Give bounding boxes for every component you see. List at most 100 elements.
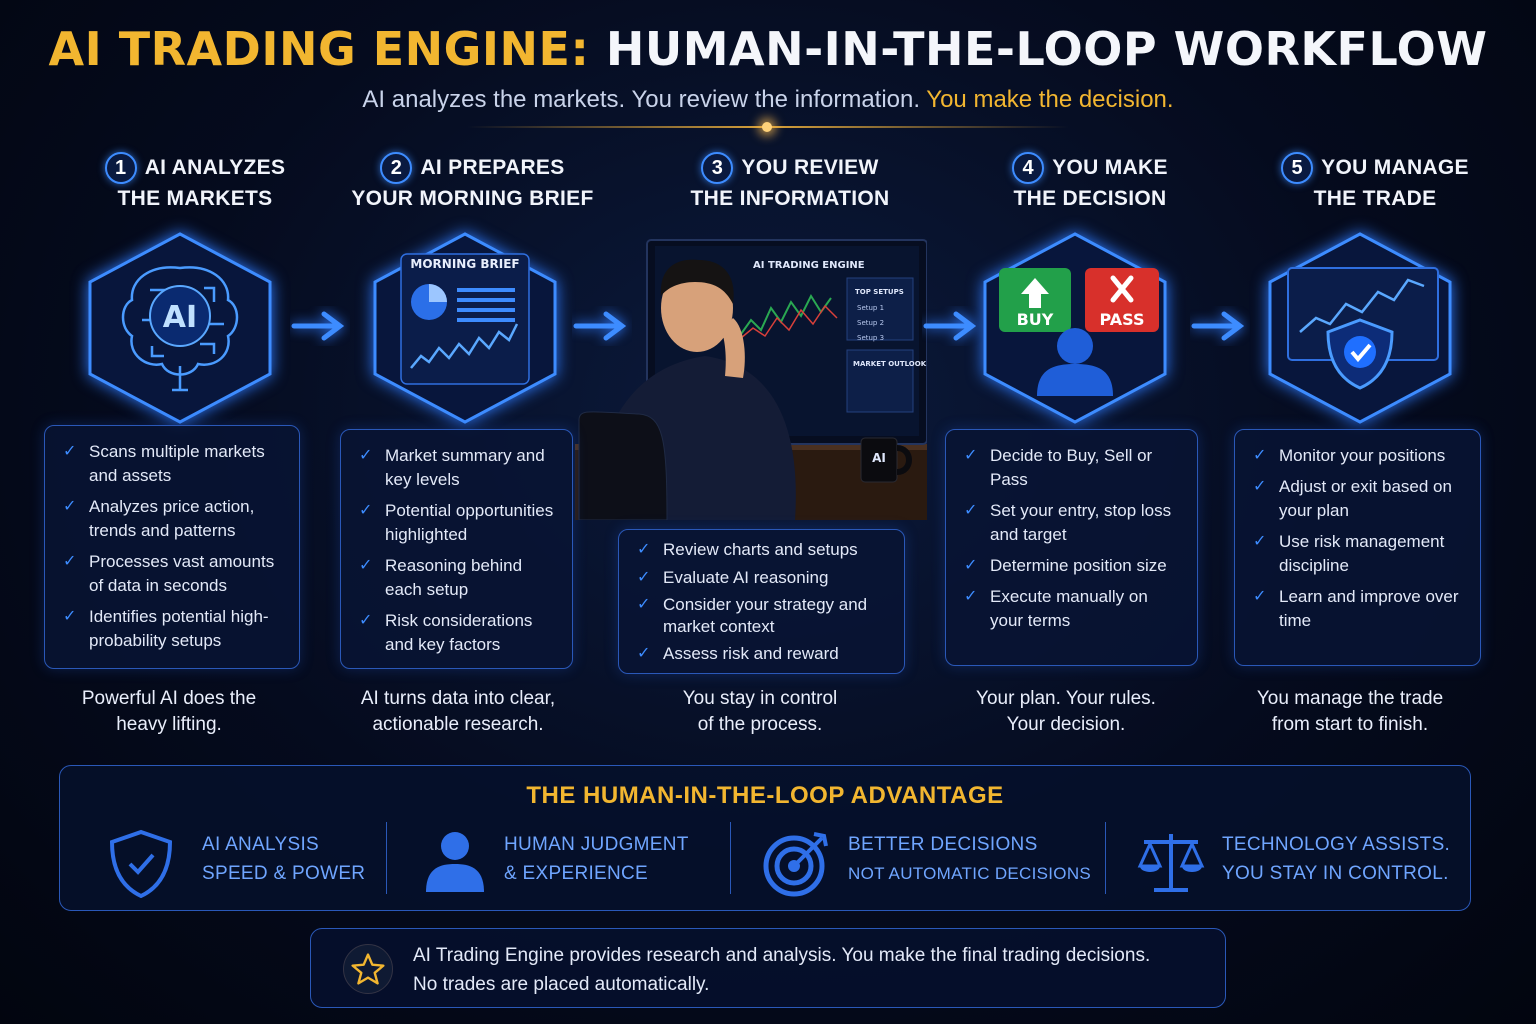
step-5-caption-line1: You manage the trade — [1256, 688, 1444, 709]
step-1-number: 1 — [104, 152, 137, 184]
page-title: AI TRADING ENGINE: HUMAN-IN-THE-LOOP WOR… — [0, 22, 1536, 76]
x-icon — [1110, 275, 1134, 303]
advantage-item-decisions: BETTER DECISIONS NOT AUTOMATIC DECISIONS — [762, 828, 1102, 897]
monitor-title: AI TRADING ENGINE — [753, 260, 865, 271]
advantage-title: THE HUMAN-IN-THE-LOOP ADVANTAGE — [526, 782, 1004, 809]
flow-arrow-2 — [572, 306, 632, 346]
page-subtitle: AI analyzes the markets. You review the … — [0, 86, 1536, 114]
advantage-ai-line1: AI ANALYSIS — [202, 834, 320, 855]
step-3-header: 3 YOU REVIEW THE INFORMATION — [665, 152, 915, 213]
advantage-ai-line2: SPEED & POWER — [202, 863, 366, 884]
step-4-caption-line1: Your plan. Your rules. — [976, 688, 1156, 709]
advantage-decisions-line2: NOT AUTOMATIC DECISIONS — [848, 864, 1092, 883]
advantage-human-line1: HUMAN JUDGMENT — [504, 834, 689, 855]
advantage-item-control: TECHNOLOGY ASSISTS. YOU STAY IN CONTROL. — [1136, 828, 1456, 894]
shield-check-icon — [109, 829, 173, 898]
advantage-control-line2: YOU STAY IN CONTROL. — [1222, 863, 1449, 884]
step-2-icon: MORNING BRIEF — [365, 228, 565, 428]
step-3-card: Review charts and setups Evaluate AI rea… — [618, 529, 905, 674]
advantage-divider — [1105, 822, 1106, 894]
step-4-card: Decide to Buy, Sell or Pass Set your ent… — [945, 429, 1198, 666]
flow-arrow-3 — [922, 306, 982, 346]
step-1-caption-line1: Powerful AI does the — [81, 688, 257, 709]
advantage-control-line1: TECHNOLOGY ASSISTS. — [1222, 834, 1451, 855]
step-1-caption: Powerful AI does the heavy lifting. — [44, 686, 294, 738]
step-5-bullet: Learn and improve over time — [1253, 585, 1466, 633]
subtitle-part2: You make the decision. — [926, 86, 1174, 113]
target-icon — [763, 832, 828, 897]
scales-icon — [1137, 834, 1205, 892]
step-1-caption-line2: heavy lifting. — [116, 714, 222, 735]
note-line2: No trades are placed automatically. — [413, 974, 710, 995]
step-5-bullet: Adjust or exit based on your plan — [1253, 475, 1466, 523]
step-4-number: 4 — [1012, 152, 1045, 184]
step-4-icon: BUY PASS — [975, 228, 1175, 428]
step-2-card: Market summary and key levels Potential … — [340, 429, 573, 669]
step-4-caption-line2: Your decision. — [1006, 714, 1126, 735]
advantage-human-line2: & EXPERIENCE — [504, 863, 649, 884]
step-4-caption: Your plan. Your rules. Your decision. — [941, 686, 1191, 738]
step-5-number: 5 — [1281, 152, 1314, 184]
step-3-title-line2: THE INFORMATION — [690, 187, 890, 210]
step-1-title-line1: AI ANALYZES — [144, 156, 286, 179]
setup-2: Setup 2 — [857, 319, 884, 327]
step-1-bullet: Analyzes price action, trends and patter… — [63, 495, 285, 543]
step-2-bullet: Risk considerations and key factors — [359, 609, 558, 657]
brief-title: MORNING BRIEF — [410, 257, 519, 271]
title-part1: AI TRADING ENGINE: — [48, 22, 590, 76]
step-1-icon: AI — [80, 228, 280, 428]
advantage-item-human: HUMAN JUDGMENT & EXPERIENCE — [420, 828, 720, 894]
subtitle-part1: AI analyzes the markets. You review the … — [362, 86, 921, 113]
title-part2: HUMAN-IN-THE-LOOP WORKFLOW — [605, 22, 1488, 76]
step-1-title-line2: THE MARKETS — [117, 187, 273, 210]
step-5-bullet: Use risk management discipline — [1253, 530, 1466, 578]
step-3-bullet: Review charts and setups — [637, 538, 890, 562]
step-4-title-line2: THE DECISION — [1013, 187, 1167, 210]
step-5-icon — [1260, 228, 1460, 428]
step-3-caption-line2: of the process. — [697, 714, 823, 735]
step-1-bullet: Processes vast amounts of data in second… — [63, 550, 285, 598]
step-3-title-line1: YOU REVIEW — [741, 156, 879, 179]
person-icon — [426, 832, 484, 892]
step-5-title-line2: THE TRADE — [1313, 187, 1437, 210]
buy-label: BUY — [1017, 310, 1054, 329]
step-4-header: 4 YOU MAKE THE DECISION — [975, 152, 1205, 213]
note-line1: AI Trading Engine provides research and … — [413, 945, 1151, 966]
step-2-bullet: Market summary and key levels — [359, 444, 558, 492]
step-5-bullet: Monitor your positions — [1253, 444, 1466, 468]
advantage-divider — [730, 822, 731, 894]
step-2-caption: AI turns data into clear, actionable res… — [333, 686, 583, 738]
candlestick-chart — [740, 293, 838, 339]
advantage-decisions-line1: BETTER DECISIONS — [848, 834, 1038, 855]
advantage-panel: THE HUMAN-IN-THE-LOOP ADVANTAGE AI ANALY… — [59, 765, 1471, 911]
market-outlook-label: MARKET OUTLOOK — [853, 360, 927, 368]
flow-arrow-4 — [1190, 306, 1250, 346]
step-2-caption-line2: actionable research. — [372, 714, 544, 735]
top-setups-label: TOP SETUPS — [855, 288, 904, 296]
trend-line-icon — [410, 323, 519, 369]
step-5-caption: You manage the trade from start to finis… — [1225, 686, 1475, 738]
setup-3: Setup 3 — [857, 334, 884, 342]
flow-arrow-1 — [290, 306, 350, 346]
step-1-bullet: Identifies potential high-probability se… — [63, 605, 285, 653]
step-2-title-line2: YOUR MORNING BRIEF — [351, 187, 594, 210]
step-4-bullet: Execute manually on your terms — [964, 585, 1183, 633]
step-2-caption-line1: AI turns data into clear, — [360, 688, 556, 709]
divider-glow — [762, 122, 772, 132]
brain-label: AI — [163, 300, 197, 335]
star-icon — [343, 944, 393, 994]
step-3-icon: AI TRADING ENGINE TOP SETUPS Setup 1 Set… — [575, 238, 928, 521]
step-3-caption-line1: You stay in control — [682, 688, 838, 709]
office-chair — [578, 411, 668, 521]
step-1-header: 1 AI ANALYZES THE MARKETS — [80, 152, 310, 213]
step-4-title-line1: YOU MAKE — [1052, 156, 1168, 179]
step-1-bullet: Scans multiple markets and assets — [63, 440, 285, 488]
step-4-bullet: Set your entry, stop loss and target — [964, 499, 1183, 547]
step-3-number: 3 — [701, 152, 734, 184]
step-5-card: Monitor your positions Adjust or exit ba… — [1234, 429, 1481, 666]
step-4-bullet: Decide to Buy, Sell or Pass — [964, 444, 1183, 492]
step-2-number: 2 — [380, 152, 413, 184]
step-3-bullet: Evaluate AI reasoning — [637, 566, 890, 590]
